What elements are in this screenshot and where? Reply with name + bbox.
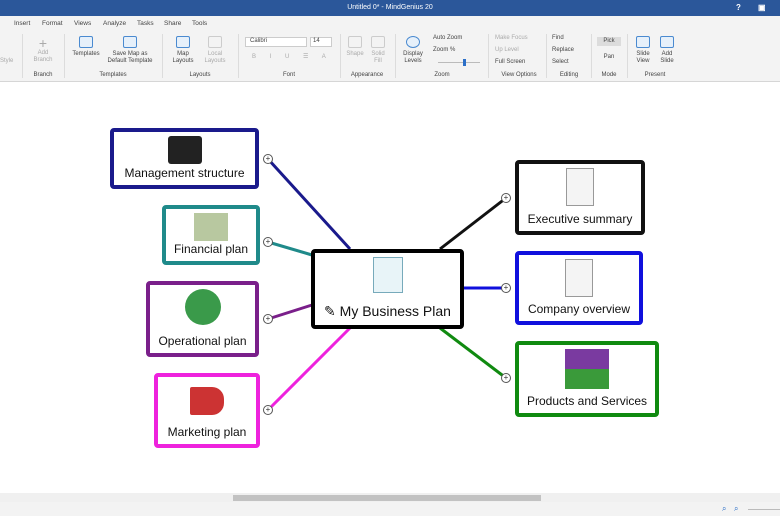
- layouts-group-label: Layouts: [189, 72, 211, 78]
- branch-management-structure[interactable]: Management structure: [110, 128, 259, 189]
- map-layouts-button[interactable]: Map Layouts: [168, 36, 198, 65]
- tab-tasks[interactable]: Tasks: [137, 20, 154, 27]
- map-layouts-icon: [176, 36, 190, 48]
- products-services-icon: [565, 349, 609, 389]
- central-topic-label: ✎ My Business Plan: [324, 303, 451, 319]
- tab-tools[interactable]: Tools: [192, 20, 208, 27]
- font-size-select[interactable]: 14: [310, 37, 332, 47]
- pick-button[interactable]: Pick: [597, 37, 621, 46]
- pan-button[interactable]: Pan: [603, 54, 615, 60]
- branch-financial-plan[interactable]: Financial plan: [162, 205, 260, 265]
- make-focus-button[interactable]: Make Focus: [495, 35, 528, 41]
- zoom-icon[interactable]: ⌕: [734, 504, 739, 513]
- templates-group-label: Templates: [99, 72, 127, 78]
- font-group-label: Font: [282, 72, 295, 78]
- shape-button[interactable]: Shape: [345, 36, 365, 58]
- ribbon: Style +Add Branch Branch Templates Save …: [0, 30, 780, 82]
- branch-company-overview[interactable]: Company overview: [515, 251, 643, 325]
- map-canvas[interactable]: ✎ My Business Plan Management structure …: [0, 83, 780, 493]
- font-name-select[interactable]: Calibri: [245, 37, 307, 47]
- local-layouts-icon: [208, 36, 222, 48]
- shape-icon: [348, 36, 362, 48]
- horizontal-scrollbar[interactable]: [0, 493, 780, 502]
- expand-products-button[interactable]: +: [501, 373, 511, 383]
- branch-operational-plan[interactable]: Operational plan: [146, 281, 259, 357]
- add-slide-icon: [660, 36, 674, 48]
- branch-products-services[interactable]: Products and Services: [515, 341, 659, 417]
- appearance-group-label: Appearance: [350, 72, 384, 78]
- report-icon: [566, 168, 594, 206]
- magnifier-icon: [406, 36, 420, 48]
- title-bar: Untitled 0* - MindGenius 20 ? ▣: [0, 0, 780, 16]
- add-branch-button[interactable]: +Add Branch: [28, 36, 58, 64]
- connector-products: [439, 326, 507, 380]
- status-zoom-slider[interactable]: [748, 509, 780, 510]
- expand-financial-button[interactable]: +: [263, 237, 273, 247]
- expand-management-button[interactable]: +: [263, 154, 273, 164]
- money-icon: [194, 213, 228, 241]
- zoom-slider[interactable]: [438, 59, 480, 66]
- find-button[interactable]: Find: [552, 35, 564, 41]
- branch-group-label: Branch: [33, 72, 53, 78]
- tab-format[interactable]: Format: [42, 20, 63, 27]
- people-icon: [167, 136, 202, 164]
- zoom-fit-icon[interactable]: ⌕: [722, 504, 727, 513]
- connector-executive: [439, 196, 507, 251]
- editing-group-label: Editing: [559, 72, 579, 78]
- add-slide-button[interactable]: Add Slide: [656, 36, 678, 65]
- replace-button[interactable]: Replace: [552, 47, 575, 53]
- central-topic[interactable]: ✎ My Business Plan: [311, 249, 464, 329]
- megaphone-icon: [190, 387, 224, 415]
- view-options-group-label: View Options: [501, 72, 537, 78]
- font-format-buttons[interactable]: B I U ☰ A: [252, 54, 332, 60]
- branch-marketing-plan[interactable]: Marketing plan: [154, 373, 260, 448]
- tab-insert[interactable]: Insert: [14, 20, 31, 27]
- help-button[interactable]: ?: [736, 3, 741, 12]
- solid-fill-button[interactable]: Solid Fill: [368, 36, 388, 65]
- tab-share[interactable]: Share: [164, 20, 182, 27]
- gear-tools-icon: [184, 289, 221, 325]
- window-title: Untitled 0* - MindGenius 20: [347, 4, 433, 11]
- expand-executive-button[interactable]: +: [501, 193, 511, 203]
- zoom-group-label: Zoom: [434, 72, 450, 78]
- status-bar: ⌕ ⌕: [0, 502, 780, 516]
- scrollbar-thumb[interactable]: [233, 495, 541, 501]
- save-map-template-button[interactable]: Save Map as Default Template: [106, 36, 154, 65]
- ribbon-tabs: Insert Format Views Analyze Tasks Share …: [0, 16, 780, 30]
- tab-analyze[interactable]: Analyze: [103, 20, 127, 27]
- expand-marketing-button[interactable]: +: [263, 405, 273, 415]
- select-button[interactable]: Select: [552, 59, 569, 65]
- report-icon: [565, 259, 593, 297]
- branch-executive-summary[interactable]: Executive summary: [515, 160, 645, 235]
- connector-financial: [267, 240, 313, 257]
- document-icon: [372, 257, 403, 293]
- plus-icon: +: [38, 35, 48, 51]
- zoom-percent-button[interactable]: Zoom %: [433, 47, 456, 53]
- connector-management: [266, 157, 352, 251]
- local-layouts-button[interactable]: Local Layouts: [200, 36, 230, 65]
- auto-zoom-button[interactable]: Auto Zoom: [433, 35, 463, 41]
- present-group-label: Present: [644, 72, 666, 78]
- mode-group-label: Mode: [601, 72, 617, 78]
- connector-operational: [267, 303, 313, 321]
- templates-button[interactable]: Templates: [70, 36, 102, 58]
- connectors: [266, 157, 507, 412]
- up-level-button[interactable]: Up Level: [495, 47, 519, 53]
- slide-view-icon: [636, 36, 650, 48]
- connector-marketing: [266, 326, 352, 412]
- expand-operational-button[interactable]: +: [263, 314, 273, 324]
- expand-company-button[interactable]: +: [501, 283, 511, 293]
- templates-icon: [79, 36, 93, 48]
- full-screen-button[interactable]: Full Screen: [495, 59, 526, 65]
- tab-views[interactable]: Views: [74, 20, 92, 27]
- style-button[interactable]: Style: [0, 58, 14, 64]
- ribbon-display-button[interactable]: ▣: [758, 3, 766, 12]
- fill-icon: [371, 36, 385, 48]
- display-levels-button[interactable]: Display Levels: [400, 36, 426, 65]
- slide-view-button[interactable]: Slide View: [632, 36, 654, 65]
- save-map-icon: [123, 36, 137, 48]
